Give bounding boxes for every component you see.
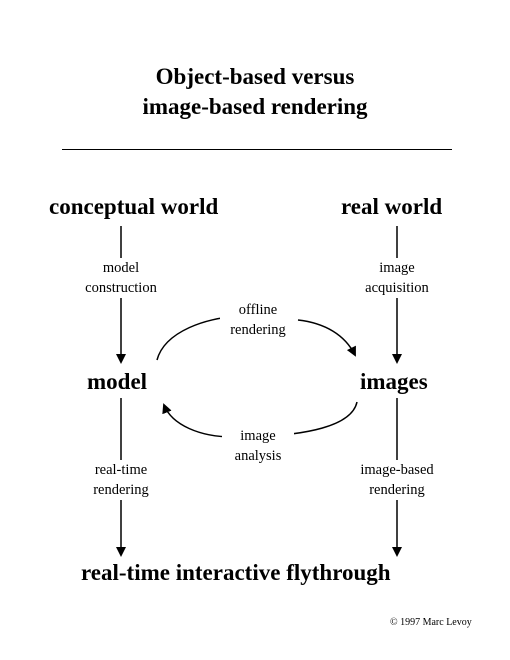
node-conceptual-world: conceptual world (49, 194, 219, 219)
node-model: model (87, 369, 148, 394)
label-image-analysis: image analysis (222, 426, 294, 466)
node-real-world: real world (341, 194, 443, 219)
title-line-1: Object-based versus (155, 64, 355, 89)
label-realtime-rendering: real-time rendering (78, 460, 164, 500)
node-images: images (360, 369, 428, 394)
label-offline-rendering: offline rendering (220, 300, 296, 340)
node-flythrough: real-time interactive flythrough (81, 560, 391, 585)
arc-offline-rendering-head (297, 319, 356, 357)
copyright-credit: © 1997 Marc Levoy (390, 617, 472, 628)
label-model-construction: model construction (76, 258, 166, 298)
label-image-based-rendering: image-based rendering (350, 460, 444, 500)
title-line-2: image-based rendering (142, 94, 368, 119)
label-image-acquisition: image acquisition (352, 258, 442, 298)
title-divider (62, 149, 452, 150)
